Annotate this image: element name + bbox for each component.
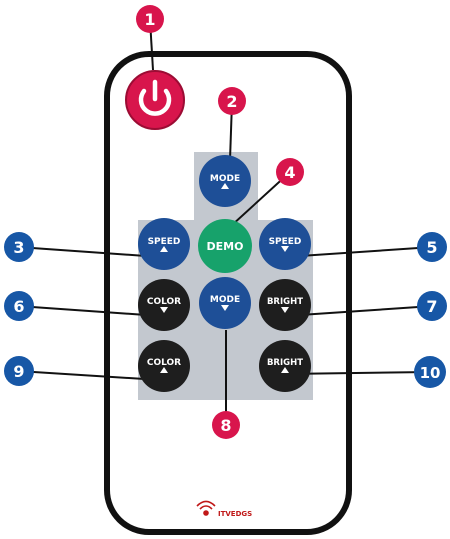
arrow-down-icon [281, 246, 289, 252]
callout-9-label: 9 [13, 362, 24, 381]
bright-down-button[interactable]: BRIGHT [259, 279, 311, 331]
callout-9-badge [4, 356, 34, 386]
callout-7-badge [417, 291, 447, 321]
arrow-up-icon [221, 183, 229, 189]
mode-down-button[interactable]: MODE [199, 277, 251, 329]
bright-up-label: BRIGHT [267, 358, 303, 368]
mode-up-button-body[interactable] [199, 155, 251, 207]
speed-down-label: SPEED [269, 237, 302, 247]
bright-down-button-body[interactable] [259, 279, 311, 331]
callout-6-label: 6 [13, 297, 24, 316]
arrow-up-icon [160, 367, 168, 373]
bright-up-button[interactable]: BRIGHT [259, 340, 311, 392]
leader-line-7 [284, 305, 434, 317]
callout-2-badge [218, 87, 246, 115]
mode-up-button[interactable]: MODE [199, 155, 251, 207]
callout-3-badge [4, 232, 34, 262]
speed-up-label: SPEED [148, 237, 181, 247]
brand-mark: ITVEDGS [196, 500, 252, 518]
leader-line-9 [17, 370, 161, 381]
callout-4-badge [276, 158, 304, 186]
arrow-down-icon [221, 305, 229, 311]
leader-line-6 [17, 305, 161, 317]
brand-text: ITVEDGS [218, 510, 252, 518]
callout-10-label: 10 [420, 364, 441, 382]
callout-7-label: 7 [426, 297, 437, 316]
bright-down-label: BRIGHT [267, 297, 303, 307]
callout-6: 6 [4, 291, 34, 321]
arrow-up-icon [281, 367, 289, 373]
callout-1: 1 [136, 5, 164, 33]
speed-up-button[interactable]: SPEED [138, 218, 190, 270]
callout-4-label: 4 [284, 163, 295, 182]
callout-8: 8 [212, 411, 240, 439]
callout-8-badge [212, 411, 240, 439]
color-up-button[interactable]: COLOR [138, 340, 190, 392]
callout-10: 10 [414, 356, 446, 388]
demo-button-body[interactable] [198, 219, 252, 273]
arrow-up-icon [160, 246, 168, 252]
arrow-down-icon [160, 307, 168, 313]
transmitter-icon [196, 500, 216, 516]
power-button[interactable] [125, 70, 185, 130]
color-down-label: COLOR [147, 297, 181, 307]
speed-down-button-body[interactable] [259, 218, 311, 270]
callout-10-badge [414, 356, 446, 388]
callout-4: 4 [276, 158, 304, 186]
speed-down-button[interactable]: SPEED [259, 218, 311, 270]
callout-3: 3 [4, 232, 34, 262]
color-up-button-body[interactable] [138, 340, 190, 392]
callout-5-label: 5 [426, 238, 437, 257]
callout-7: 7 [417, 291, 447, 321]
callout-6-badge [4, 291, 34, 321]
callout-2-label: 2 [226, 92, 237, 111]
demo-label: DEMO [207, 240, 244, 253]
callout-8-label: 8 [220, 416, 231, 435]
leader-line-3 [17, 246, 161, 258]
leader-line-5 [284, 246, 434, 258]
mode-down-button-body[interactable] [199, 277, 251, 329]
mode-up-label: MODE [210, 174, 240, 184]
callout-5-badge [417, 232, 447, 262]
callout-2: 2 [218, 87, 246, 115]
callout-1-label: 1 [144, 10, 155, 29]
callout-1-badge [136, 5, 164, 33]
callout-5: 5 [417, 232, 447, 262]
color-up-label: COLOR [147, 358, 181, 368]
color-down-button[interactable]: COLOR [138, 279, 190, 331]
mode-down-label: MODE [210, 295, 240, 305]
color-down-button-body[interactable] [138, 279, 190, 331]
button-panel [138, 152, 313, 400]
bright-up-button-body[interactable] [259, 340, 311, 392]
callout-3-label: 3 [13, 238, 24, 257]
speed-up-button-body[interactable] [138, 218, 190, 270]
arrow-down-icon [281, 307, 289, 313]
callout-9: 9 [4, 356, 34, 386]
demo-button[interactable]: DEMO [198, 219, 252, 273]
power-icon [138, 88, 172, 116]
